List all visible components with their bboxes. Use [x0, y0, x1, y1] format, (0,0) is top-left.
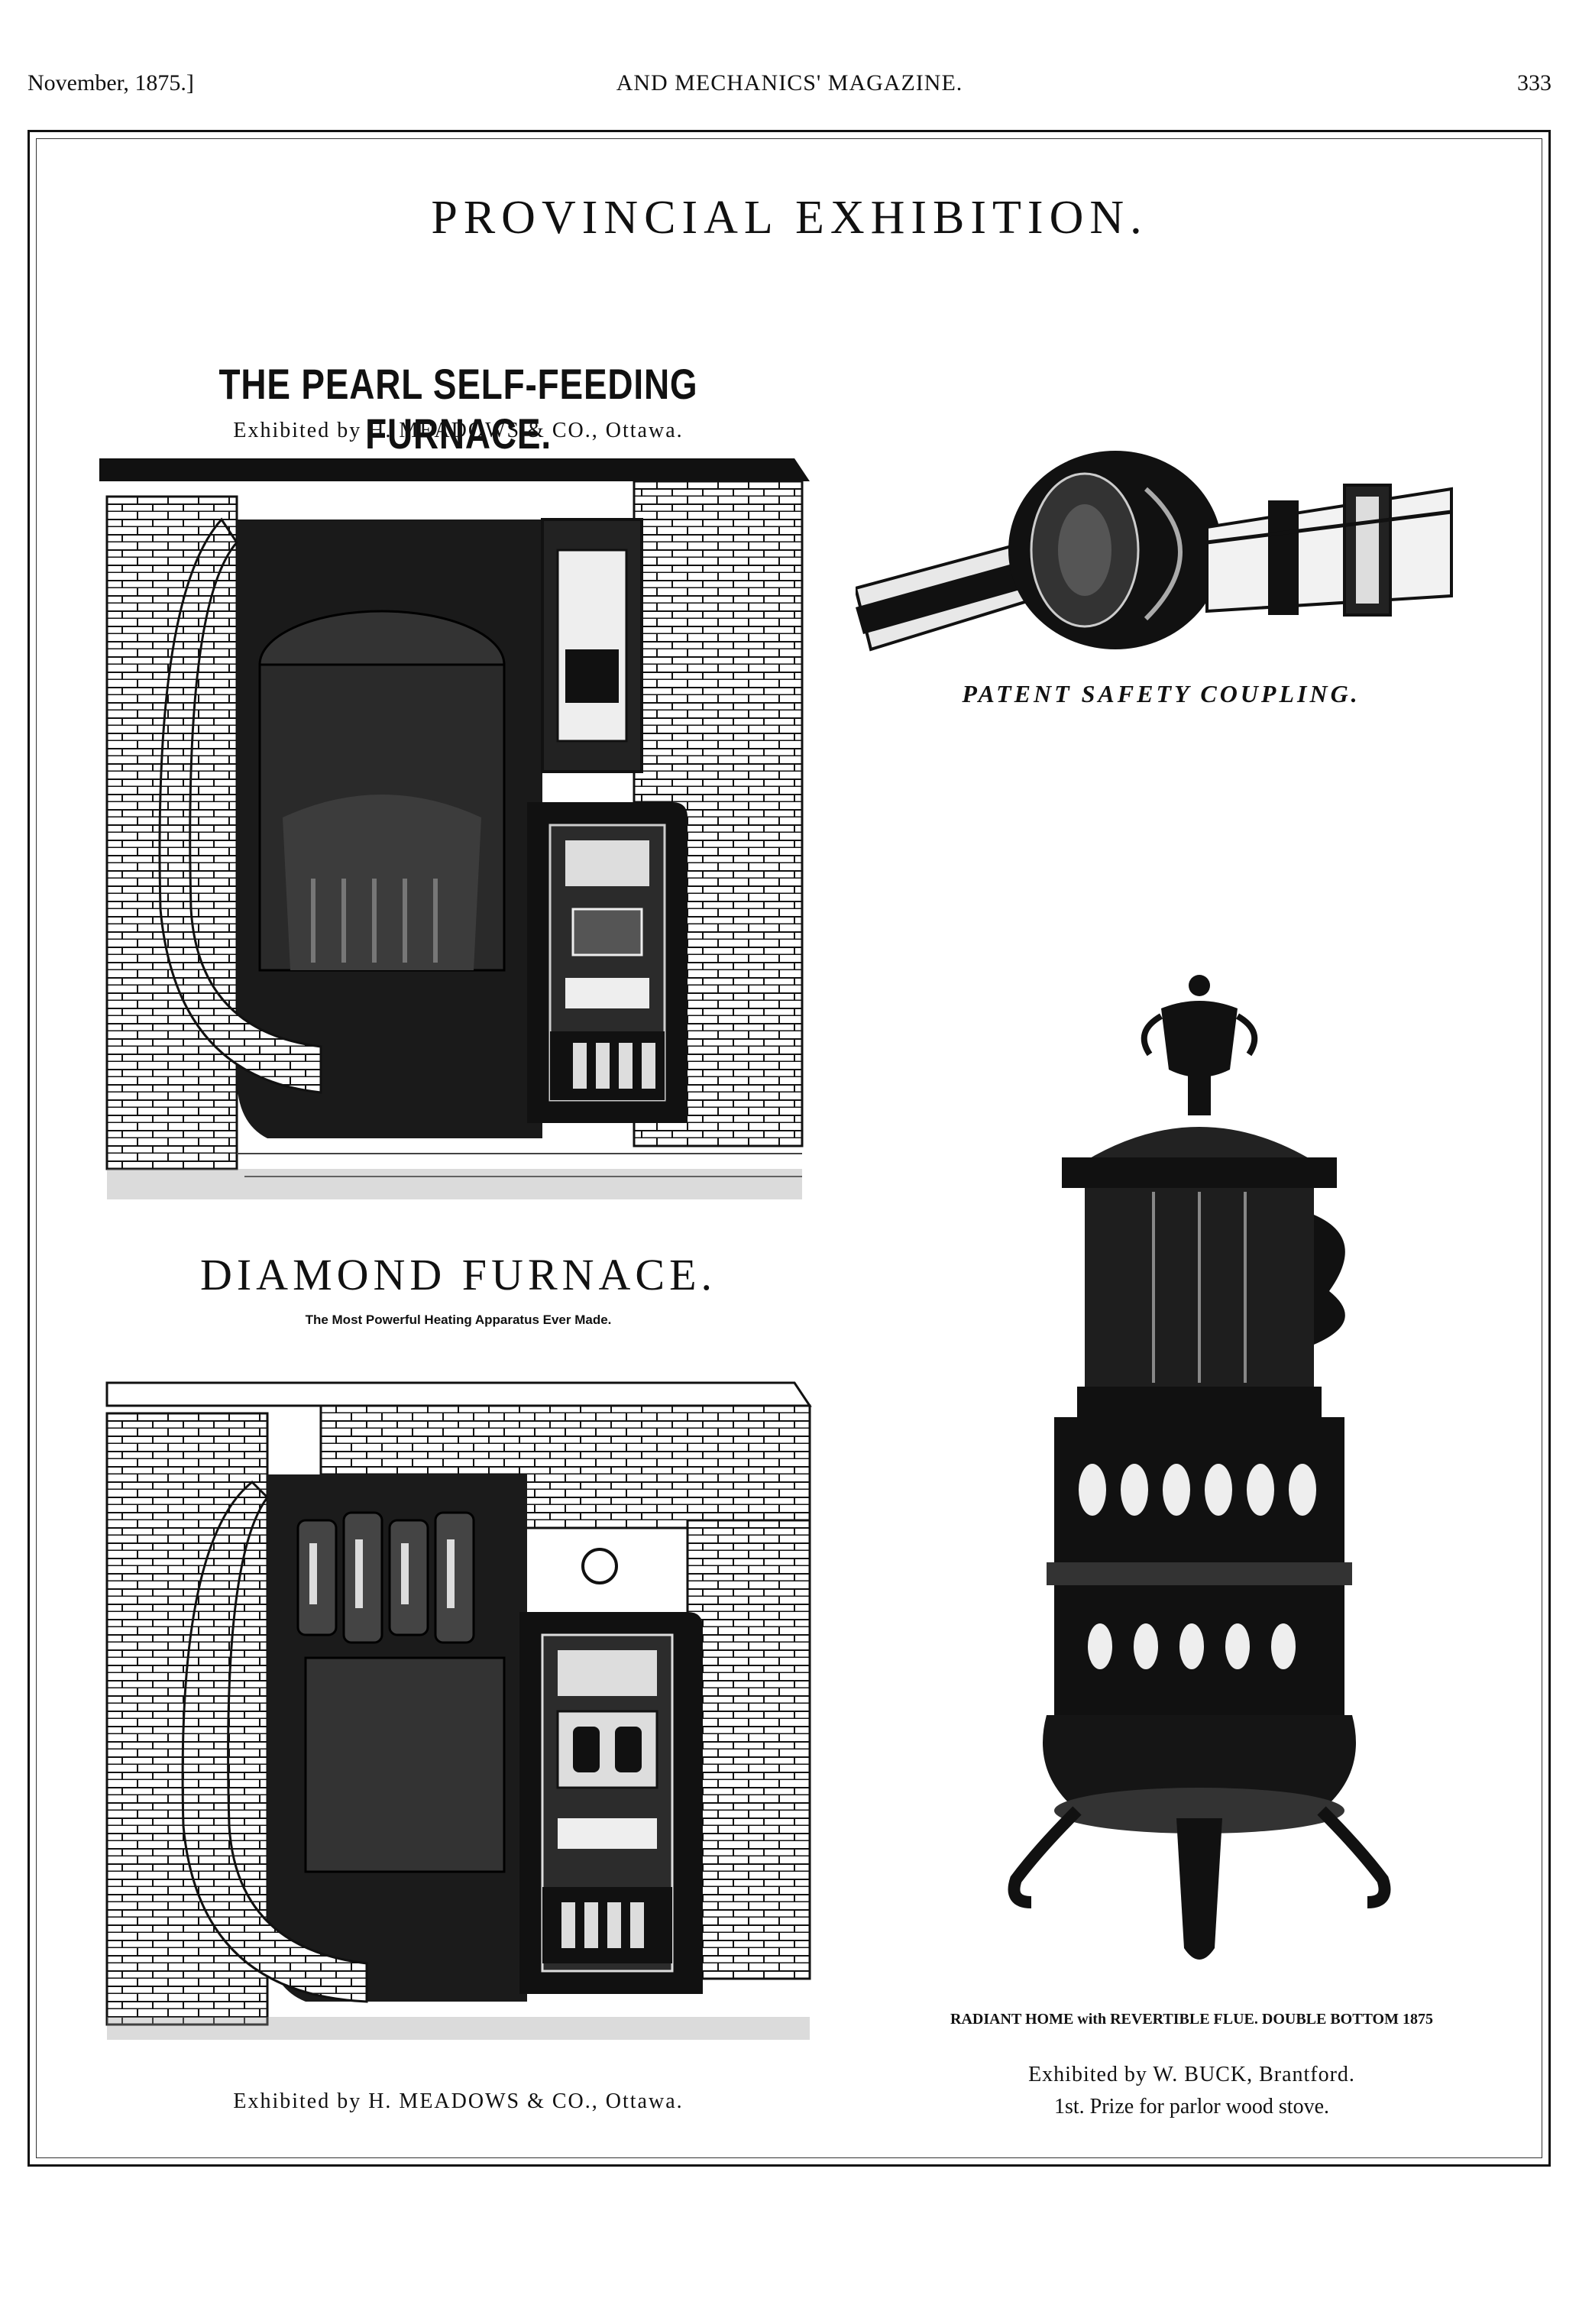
running-head-date: November, 1875.] — [28, 70, 194, 95]
page-title: PROVINCIAL EXHIBITION. — [431, 192, 1148, 244]
parlor-stove-caption: RADIANT HOME with REVERTIBLE FLUE. DOUBL… — [950, 2011, 1433, 2028]
parlor-stove-illustration — [970, 963, 1429, 2002]
diamond-furnace-subtitle: The Most Powerful Heating Apparatus Ever… — [305, 1313, 612, 1327]
pearl-furnace-exhibitor: Exhibited by H. MEADOWS & CO., Ottawa. — [233, 419, 684, 442]
parlor-stove-prize: 1st. Prize for parlor wood stove. — [1053, 2095, 1330, 2118]
running-head-title: AND MECHANICS' MAGAZINE. — [616, 70, 963, 95]
parlor-stove-exhibitor: Exhibited by W. BUCK, Brantford. — [1028, 2063, 1355, 2086]
page-border — [28, 130, 1551, 2167]
pearl-furnace-illustration — [92, 451, 825, 1215]
running-head: November, 1875.] AND MECHANICS' MAGAZINE… — [28, 70, 1551, 108]
safety-coupling-caption: PATENT SAFETY COUPLING. — [962, 680, 1361, 707]
pearl-furnace-title: THE PEARL SELF-FEEDING FURNACE. — [218, 360, 698, 458]
safety-coupling-illustration — [856, 443, 1467, 665]
diamond-furnace-illustration — [92, 1368, 825, 2055]
diamond-furnace-exhibitor: Exhibited by H. MEADOWS & CO., Ottawa. — [233, 2089, 684, 2113]
diamond-furnace-title: DIAMOND FURNACE. — [199, 1250, 717, 1300]
page-number: 333 — [1517, 70, 1551, 95]
